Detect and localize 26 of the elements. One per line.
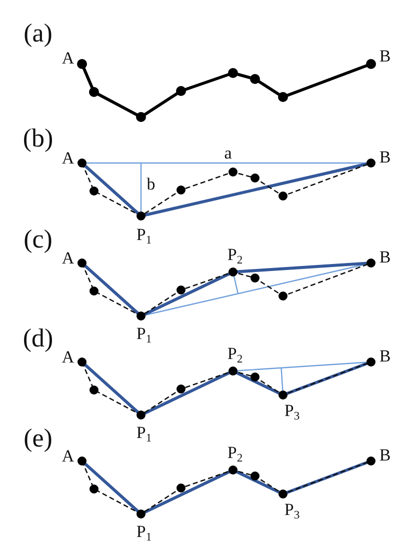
point-label: A — [62, 448, 74, 466]
point-label: P$_{1}$ — [136, 422, 152, 444]
point-label: B — [379, 148, 391, 168]
point-label: P$_{1}$ — [136, 322, 152, 346]
point-label: A — [62, 150, 74, 168]
panel-label: (b) — [22, 124, 54, 154]
point-label: P$_{3}$ — [284, 498, 300, 522]
panel-label: (e) — [24, 424, 52, 454]
point-label: P$_{3}$ — [284, 400, 300, 422]
point-label: A — [62, 50, 74, 68]
distance-label: a — [224, 144, 232, 162]
point-label: P$_{2}$ — [227, 342, 243, 366]
point-label: P$_{1}$ — [136, 520, 152, 544]
distance-label: b — [146, 176, 156, 194]
point-label: P$_{2}$ — [227, 244, 243, 266]
panel-label: (a) — [24, 20, 52, 48]
point-label: P$_{1}$ — [136, 224, 152, 246]
point-label: B — [379, 248, 391, 268]
point-label: P$_{2}$ — [227, 442, 243, 464]
point-label: B — [379, 446, 391, 466]
point-label: A — [62, 250, 74, 268]
point-label: A — [62, 348, 74, 368]
point-label: B — [379, 48, 391, 66]
panel-label: (c) — [24, 226, 52, 254]
panel-label: (d) — [22, 324, 54, 354]
point-label: B — [379, 348, 391, 366]
